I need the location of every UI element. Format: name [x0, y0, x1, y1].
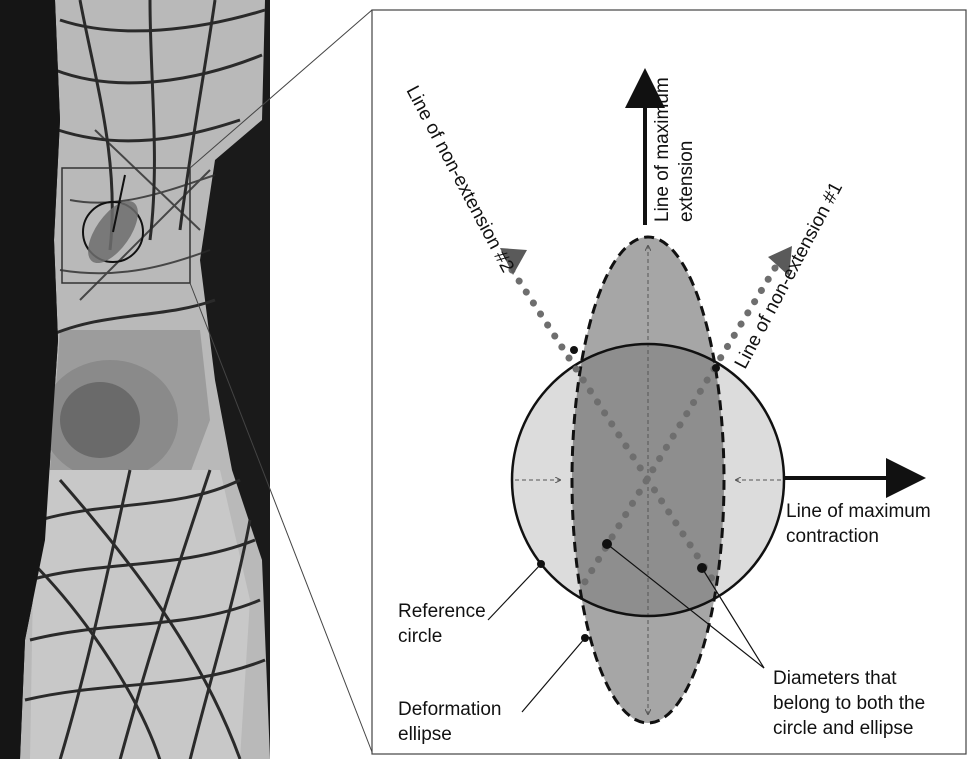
max-extension-label-line1: Line of maximum [652, 77, 673, 222]
diameters-label-line1: Diameters that [773, 668, 897, 689]
knee-photo [0, 0, 270, 759]
diameters-label-line2: belong to both the [773, 693, 925, 714]
max-extension-label-line2: extension [676, 141, 697, 222]
max-contraction-label-line1: Line of maximum [786, 501, 931, 522]
reference-circle-label-line1: Reference [398, 601, 486, 622]
reference-circle-label-line2: circle [398, 626, 442, 647]
deformation-ellipse-label-line2: ellipse [398, 724, 452, 745]
max-contraction-label-line2: contraction [786, 526, 879, 547]
deformation-ellipse-label-line1: Deformation [398, 699, 502, 720]
diameters-label-line3: circle and ellipse [773, 718, 913, 739]
